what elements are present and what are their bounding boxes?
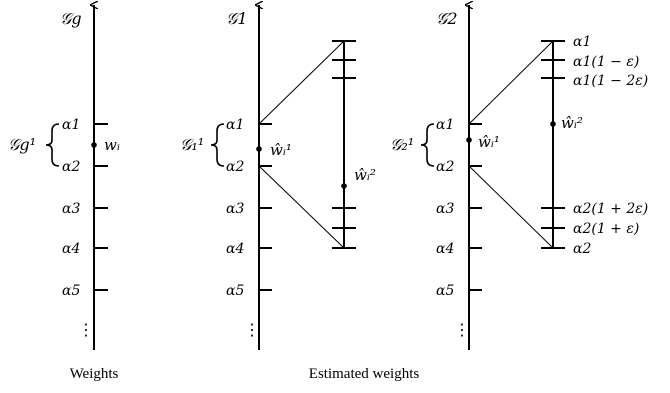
zoom-tick-label: α2(1 + ε) — [573, 221, 639, 237]
tick-label-alpha4: α4 — [436, 241, 454, 257]
panel-weights: 𝒢g α1 α2 α3 α4 α5 ⋮ 𝒢g¹ wᵢ — [8, 5, 120, 350]
vertical-dots: ⋮ — [454, 320, 470, 339]
tick-label-alpha3: α3 — [62, 201, 80, 217]
tick-label-alpha4: α4 — [226, 241, 244, 257]
zoom-connector-bottom — [468, 165, 554, 249]
group-label: 𝒢2 — [436, 9, 458, 28]
group-label: 𝒢1 — [226, 9, 248, 28]
zoom-point-label: ŵᵢ² — [561, 114, 583, 132]
zoom-connector-top — [468, 40, 554, 125]
curly-bracket — [210, 123, 225, 167]
estimated-point — [256, 146, 262, 152]
curly-bracket — [45, 123, 60, 167]
group-label: 𝒢g — [60, 9, 82, 28]
caption-estimated-weights: Estimated weights — [309, 366, 420, 382]
zoom-connector-top — [258, 40, 345, 125]
tick-label-alpha1: α1 — [226, 117, 244, 133]
zoom-tick-label: α1(1 − 2ε) — [573, 73, 648, 89]
caption-weights: Weights — [70, 366, 119, 382]
tick-label-alpha2: α2 — [62, 159, 80, 175]
tick-label-alpha3: α3 — [436, 201, 454, 217]
vertical-dots: ⋮ — [78, 320, 94, 339]
zoom-point — [550, 121, 556, 127]
zoom-connector-bottom — [258, 165, 345, 249]
bracket-label: 𝒢₁¹ — [180, 135, 204, 154]
tick-label-alpha5: α5 — [226, 283, 244, 299]
bracket-label: 𝒢₂¹ — [390, 135, 414, 154]
zoom-point — [341, 183, 347, 189]
tick-label-alpha3: α3 — [226, 201, 244, 217]
weight-point — [91, 142, 97, 148]
curly-bracket — [420, 123, 435, 167]
tick-label-alpha2: α2 — [436, 159, 454, 175]
panel-estimated-g2: 𝒢2 α1 α2 α3 α4 α5 ⋮ 𝒢₂¹ ŵᵢ¹ ŵᵢ² α1 α1(1 … — [390, 5, 648, 350]
tick-label-alpha1: α1 — [62, 117, 80, 133]
tick-label-alpha2: α2 — [226, 159, 244, 175]
point-label: ŵᵢ¹ — [478, 133, 500, 151]
zoom-tick-label: α1(1 − ε) — [573, 54, 639, 70]
tick-label-alpha4: α4 — [62, 241, 80, 257]
bracket-label: 𝒢g¹ — [8, 135, 36, 154]
tick-label-alpha1: α1 — [436, 117, 454, 133]
vertical-dots: ⋮ — [244, 320, 260, 339]
estimated-point — [466, 137, 472, 143]
point-label: ŵᵢ¹ — [270, 141, 292, 159]
point-label: wᵢ — [104, 136, 120, 154]
zoom-point-label: ŵᵢ² — [354, 166, 376, 184]
zoom-tick-label: α2(1 + 2ε) — [573, 201, 648, 217]
zoom-tick-label: α2 — [573, 241, 591, 257]
tick-label-alpha5: α5 — [436, 283, 454, 299]
panel-estimated-g1: 𝒢1 α1 α2 α3 α4 α5 ⋮ 𝒢₁¹ ŵᵢ¹ ŵᵢ² — [180, 5, 376, 350]
zoom-tick-label: α1 — [573, 34, 591, 50]
tick-label-alpha5: α5 — [62, 283, 80, 299]
